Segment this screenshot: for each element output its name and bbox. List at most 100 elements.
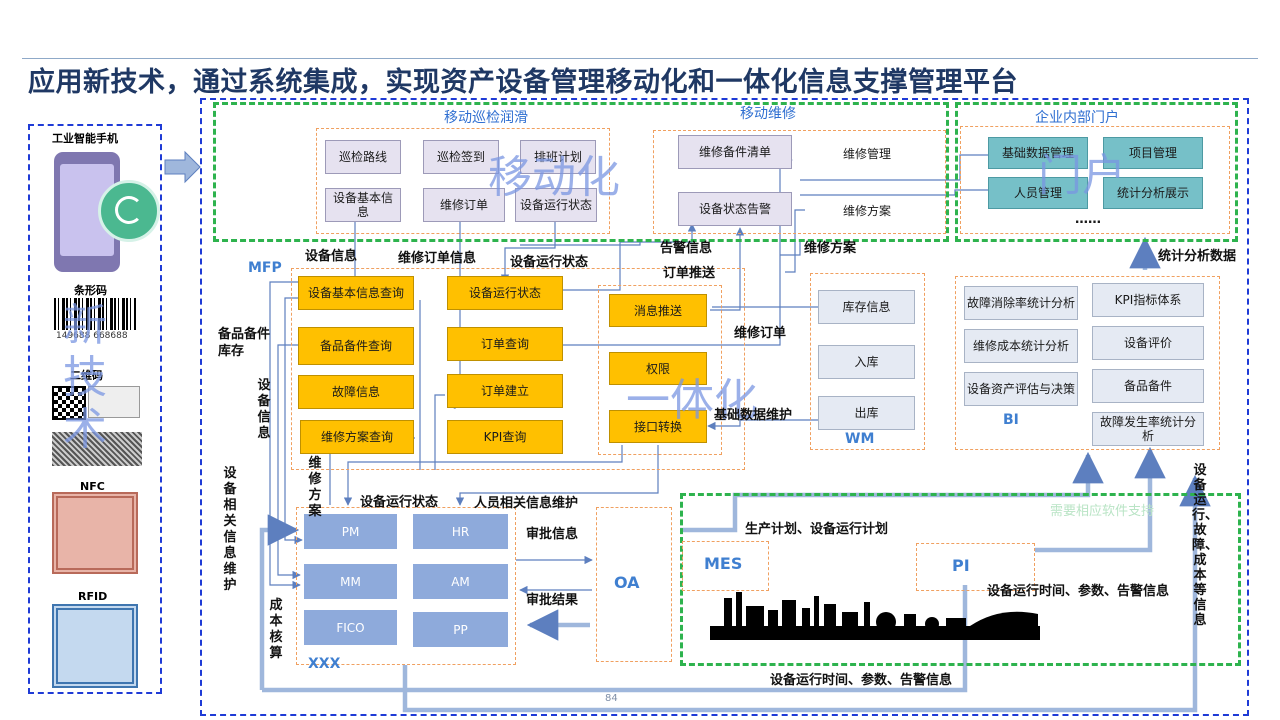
interface-box[interactable]: 接口转换 xyxy=(609,410,707,443)
erp-mm-box[interactable]: MM xyxy=(304,564,397,599)
pi-box[interactable] xyxy=(916,543,1035,591)
pi-label: PI xyxy=(952,556,970,575)
flow-run-status: 设备运行状态 xyxy=(510,255,589,270)
flow-repair-order: 维修订单 xyxy=(734,326,787,341)
inspection-route-box[interactable]: 巡检路线 xyxy=(325,140,401,174)
rfid-label: RFID xyxy=(78,590,108,603)
page-number: 84 xyxy=(605,693,618,704)
oa-box[interactable] xyxy=(596,507,672,662)
erp-pm-box[interactable]: PM xyxy=(304,514,397,549)
factory-icon xyxy=(710,592,1040,640)
personnel-mgmt-box[interactable]: 人员管理 xyxy=(988,177,1088,209)
mfp-spare-query-box[interactable]: 备品备件查询 xyxy=(298,327,414,365)
bi-equip-eval-box[interactable]: 设备评价 xyxy=(1092,326,1204,360)
mes-box[interactable] xyxy=(682,541,769,591)
repair-management-label: 维修管理 xyxy=(843,147,892,161)
bi-spare-box[interactable]: 备品备件 xyxy=(1092,369,1204,403)
flow-approval-info: 审批信息 xyxy=(526,527,579,542)
wm-title: WM xyxy=(845,431,875,447)
arrow-thick-pi-bi xyxy=(1035,446,1166,553)
qrcode-pattern-icon xyxy=(52,432,142,466)
flow-repair-plan-vertical: 维修方案 xyxy=(308,456,322,519)
wm-stock-box[interactable]: 库存信息 xyxy=(818,290,915,324)
mfp-service-group xyxy=(598,285,722,455)
spare-list-box[interactable]: 维修备件清单 xyxy=(678,135,792,169)
flow-order-push: 订单推送 xyxy=(663,266,716,281)
flow-production-plan: 生产计划、设备运行计划 xyxy=(745,522,889,537)
mfp-order-create-box[interactable]: 订单建立 xyxy=(447,374,563,408)
wm-group xyxy=(810,273,925,450)
arrow-thick-bottom-right xyxy=(402,474,1211,713)
mfp-run-status-box[interactable]: 设备运行状态 xyxy=(447,276,563,310)
flow-basic-data: 基础数据维护 xyxy=(714,408,793,423)
bi-asset-eval-box[interactable]: 设备资产评估与决策 xyxy=(964,372,1078,406)
oa-label: OA xyxy=(614,573,640,592)
mfp-equip-query-box[interactable]: 设备基本信息查询 xyxy=(298,276,414,310)
watermark-mobile: 移动化 xyxy=(488,152,620,203)
mfp-order-query-box[interactable]: 订单查询 xyxy=(447,327,563,361)
mes-label: MES xyxy=(704,554,743,573)
inspection-checkin-box[interactable]: 巡检签到 xyxy=(423,140,499,174)
flow-spare-stock: 备品备件库存 xyxy=(218,327,271,359)
arrow-device-input xyxy=(164,150,201,184)
mfp-fault-info-box[interactable]: 故障信息 xyxy=(298,375,414,409)
equip-basic-info-box[interactable]: 设备基本信息 xyxy=(325,188,401,222)
arrow-order-push xyxy=(710,227,745,311)
shift-schedule-box[interactable]: 排班计划 xyxy=(520,140,596,174)
wm-inbound-box[interactable]: 入库 xyxy=(818,345,915,379)
mfp-title: MFP xyxy=(248,260,282,276)
basic-data-box[interactable]: 基础数据管理 xyxy=(988,137,1088,169)
bi-fault-rate-box[interactable]: 故障发生率统计分析 xyxy=(1092,412,1204,446)
arrow-alarm-info xyxy=(563,223,697,291)
msg-push-box[interactable]: 消息推送 xyxy=(609,294,707,327)
flow-run-time-params: 设备运行时间、参数、告警信息 xyxy=(987,584,1170,599)
line-order-create xyxy=(434,394,445,470)
project-mgmt-box[interactable]: 项目管理 xyxy=(1103,137,1203,169)
arrow-to-pm xyxy=(343,445,623,506)
mobile-maintenance-group xyxy=(653,130,946,234)
input-arrow xyxy=(164,150,201,184)
arrow-run-status xyxy=(500,220,556,283)
page-title: 应用新技术，通过系统集成，实现资产设备管理移动化和一体化信息支撑管理平台 xyxy=(28,67,1018,98)
bi-title: BI xyxy=(1003,412,1019,428)
erp-hr-box[interactable]: HR xyxy=(413,514,508,549)
need-software-support: 需要相应软件支持 xyxy=(1050,504,1155,519)
watermark-integrated: 一体化 xyxy=(626,375,758,426)
arrow-thick-left xyxy=(259,514,300,690)
flow-personnel-maint: 人员相关信息维护 xyxy=(474,496,579,511)
wm-outbound-box[interactable]: 出库 xyxy=(818,396,915,430)
bi-repair-cost-box[interactable]: 维修成本统计分析 xyxy=(964,329,1078,363)
mfp-kpi-query-box[interactable]: KPI查询 xyxy=(447,420,563,454)
portal-title: 企业内部门户 xyxy=(1035,110,1119,126)
erp-am-box[interactable]: AM xyxy=(413,564,508,599)
nfc-tag-icon xyxy=(52,492,138,574)
mobile-inspection-group xyxy=(316,128,610,234)
flow-alarm-info: 告警信息 xyxy=(660,241,713,256)
erp-pp-box[interactable]: PP xyxy=(413,612,508,647)
permission-box[interactable]: 权限 xyxy=(609,352,707,385)
stat-display-box[interactable]: 统计分析展示 xyxy=(1103,177,1203,209)
barcode-icon xyxy=(54,298,136,330)
equip-run-status-box[interactable]: 设备运行状态 xyxy=(515,188,597,222)
erp-fico-box[interactable]: FICO xyxy=(304,610,397,645)
bi-group xyxy=(955,276,1220,450)
platform-frame xyxy=(200,98,1249,716)
mfp-group xyxy=(291,268,745,470)
production-frame xyxy=(680,493,1241,666)
flow-equip-related-vertical: 设备相关信息维护 xyxy=(223,466,237,593)
qrcode-icon xyxy=(52,386,86,420)
title-rule xyxy=(22,58,1258,59)
portal-group xyxy=(960,126,1230,234)
arrow-basic-data xyxy=(707,419,818,431)
phone-icon xyxy=(54,152,160,272)
bi-kpi-box[interactable]: KPI指标体系 xyxy=(1092,283,1204,317)
flow-run-time-params-bottom: 设备运行时间、参数、告警信息 xyxy=(770,673,953,688)
status-alarm-box[interactable]: 设备状态告警 xyxy=(678,192,792,226)
barcode-label: 条形码 xyxy=(74,284,107,297)
bi-fault-elim-box[interactable]: 故障消除率统计分析 xyxy=(964,286,1078,320)
mobile-frame xyxy=(213,102,949,242)
xxx-title: XXX xyxy=(308,656,341,672)
mfp-repair-plan-box[interactable]: 维修方案查询 xyxy=(300,420,414,454)
repair-order-box[interactable]: 维修订单 xyxy=(423,188,505,222)
flow-stat-data: 统计分析数据 xyxy=(1158,249,1237,264)
